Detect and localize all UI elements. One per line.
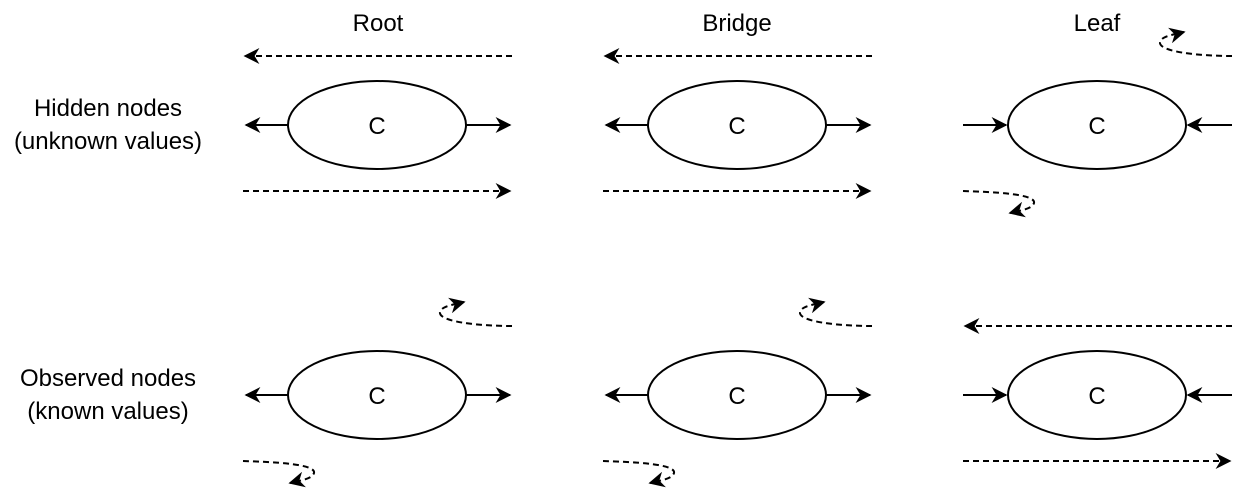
dashed-curl-arrow-top [1159, 27, 1233, 57]
column-header-bridge: Bridge [702, 10, 771, 37]
row-label-observed-sub: (known values) [27, 398, 188, 425]
dashed-curl-arrow-top [799, 297, 873, 327]
cell-hidden-leaf: C [962, 27, 1233, 218]
column-header-leaf: Leaf [1074, 10, 1121, 37]
column-header-root: Root [353, 10, 404, 37]
row-label-hidden-sub: (unknown values) [14, 128, 202, 155]
cell-observed-root: C [242, 297, 513, 488]
cell-hidden-bridge: C [603, 48, 872, 199]
node-ellipse [1007, 350, 1187, 440]
node-label: C [728, 113, 745, 140]
dashed-curl-arrow-bottom [602, 460, 675, 488]
node-label: C [368, 113, 385, 140]
node-ellipse [1007, 80, 1187, 170]
row-label-observed: Observed nodes [20, 365, 196, 392]
cell-observed-bridge: C [602, 297, 873, 488]
cell-hidden-root: C [243, 48, 512, 199]
cell-observed-leaf: C [963, 318, 1232, 469]
row-label-hidden: Hidden nodes [34, 95, 182, 122]
node-label: C [368, 383, 385, 410]
dashed-curl-arrow-top [439, 297, 513, 327]
dashed-curl-arrow-bottom [962, 190, 1035, 218]
node-label: C [1088, 383, 1105, 410]
node-label: C [728, 383, 745, 410]
node-label: C [1088, 113, 1105, 140]
dashed-curl-arrow-bottom [242, 460, 315, 488]
